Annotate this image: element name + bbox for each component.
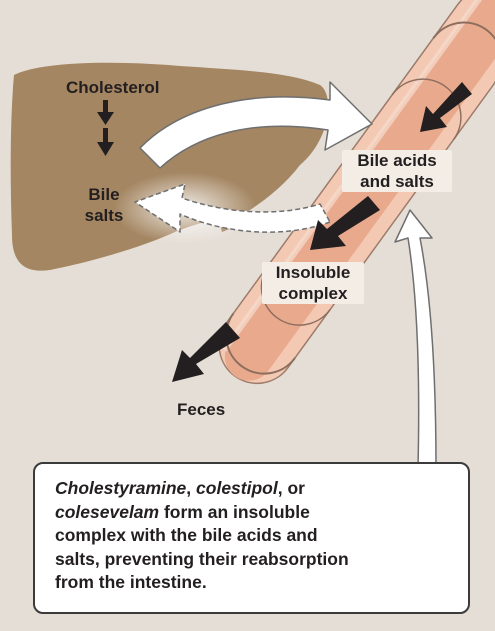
bile-salts-label-line2: salts — [82, 205, 126, 226]
caption-rest1: form an insoluble — [159, 502, 310, 522]
cholesterol-label: Cholesterol — [66, 77, 160, 98]
caption-line1: Cholestyramine, colestipol, or — [55, 477, 454, 501]
feces-label: Feces — [177, 399, 225, 420]
drug-colestipol: colestipol — [196, 478, 278, 498]
insoluble-complex-label: Insoluble complex — [262, 262, 364, 304]
caption-line2: colesevelam form an insoluble — [55, 501, 454, 525]
drug-cholestyramine: Cholestyramine — [55, 478, 186, 498]
caption-box: Cholestyramine, colestipol, or colesevel… — [33, 462, 470, 614]
caption-sep1: , — [186, 478, 196, 498]
bile-acids-label: Bile acids and salts — [342, 150, 452, 192]
bile-acids-label-line1: Bile acids — [345, 150, 449, 171]
caption-pointer-arrow — [395, 210, 436, 468]
insoluble-label-line2: complex — [265, 283, 361, 304]
caption-line5: from the intestine. — [55, 571, 454, 595]
bile-acids-label-line2: and salts — [345, 171, 449, 192]
caption-sep2: , or — [278, 478, 305, 498]
bile-salts-label: Bile salts — [82, 184, 126, 226]
insoluble-label-line1: Insoluble — [265, 262, 361, 283]
drug-colesevelam: colesevelam — [55, 502, 159, 522]
caption-line3: complex with the bile acids and — [55, 524, 454, 548]
caption-line4: salts, preventing their reabsorption — [55, 548, 454, 572]
bile-salts-label-line1: Bile — [82, 184, 126, 205]
